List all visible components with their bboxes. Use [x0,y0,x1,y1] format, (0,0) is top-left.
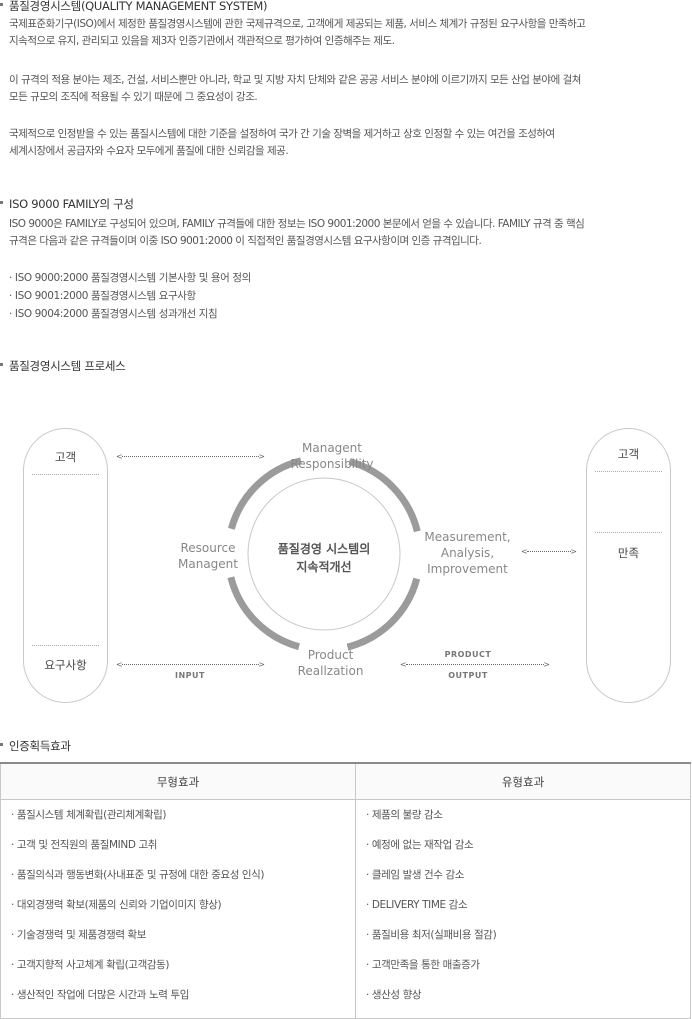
process-diagram: 고객 요구사항 고객 만족 품질경영 시스템의 지속적개선 Managent R… [0,380,692,725]
section-title-family: ISO 9000 FAMILY의 구성 [0,196,134,212]
resource-management-label: Resource Managent [163,540,253,572]
dotted-divider [595,471,662,472]
list-item: · 클레임 발생 건수 감소 [366,869,465,881]
label-line: Managent [178,557,238,571]
table-header-row: 무형효과 유형효과 [0,762,691,800]
text-line: 이 규격의 적용 분야는 제조, 건설, 서비스뿐만 아니라, 학교 및 지방 … [9,74,581,86]
pill-bottom-label: 만족 [617,546,640,560]
list-item: · 생산성 향상 [366,989,422,1001]
list-item: · 제품의 불량 감소 [366,809,443,821]
pill-top-label: 고객 [54,450,77,464]
text-line: 규격은 다음과 같은 규격들이며 이중 ISO 9001:2000 이 직접적인… [9,235,482,247]
qms-paragraph-1: 국제표준화기구(ISO)에서 제정한 품질경영시스템에 관한 국제규격으로, 고… [9,16,689,50]
list-item: · 기술경쟁력 및 제품경쟁력 확보 [11,929,147,941]
label-line: Product [307,648,354,662]
customer-satisfaction-pill: 고객 만족 [586,428,671,703]
arrow-left-icon: < [400,660,407,669]
list-item: · DELIVERY TIME 감소 [366,899,468,911]
text-line: 지속적으로 유지, 관리되고 있음을 제3자 인증기관에서 객관적으로 평가하여… [9,35,395,47]
label-line: Analysis, [440,546,495,560]
input-label: INPUT [175,671,205,680]
table-row: · 품질시스템 체계확립(관리체계확립) · 고객 및 전직원의 품질MIND … [0,799,691,1019]
dotted-divider [32,474,99,475]
list-item: · 품질시스템 체계확립(관리체계확립) [11,809,167,821]
arrow-left-icon: < [116,660,123,669]
column-header-tangible: 유형효과 [355,762,691,800]
list-item: · 대외경쟁력 확보(제품의 신뢰와 기업이미지 향상) [11,899,222,911]
label-line: Measurement, [424,530,511,544]
double-arrow: <> [116,453,265,461]
section-title-qms: 품질경영시스템(QUALITY MANAGEMENT SYSTEM) [0,0,268,14]
label-line: Responsibllity [290,457,374,471]
list-item: · 품질의식과 행동변화(사내표준 및 규정에 대한 중요성 인식) [11,869,265,881]
input-arrow: <> [116,661,265,669]
list-item: · ISO 9004:2000 품질경영시스템 성과개선 지침 [9,308,218,320]
bullet-icon [0,3,3,6]
intangible-cell: · 품질시스템 체계확립(관리체계확립) · 고객 및 전직원의 품질MIND … [0,799,356,1019]
section-title-text: 품질경영시스템 프로세스 [9,359,126,373]
list-item: · ISO 9000:2000 품질경영시스템 기본사항 및 용어 정의 [9,272,251,284]
list-item: · ISO 9001:2000 품질경영시스템 요구사항 [9,290,196,302]
qms-paragraph-2: 이 규격의 적용 분야는 제조, 건설, 서비스뿐만 아니라, 학교 및 지방 … [9,72,689,106]
dotted-line [122,664,259,665]
output-arrow: <> [400,661,550,669]
product-realization-label: Product Reallzation [283,647,378,679]
column-header-intangible: 무형효과 [0,762,356,800]
arrow-left-icon: < [116,452,123,461]
text-line: 국제표준화기구(ISO)에서 제정한 품질경영시스템에 관한 국제규격으로, 고… [9,18,586,30]
list-item: · 고객만족을 통한 매출증가 [366,959,480,971]
center-text-line1: 품질경영 시스템의 [278,541,371,556]
label-line: Resource [180,541,236,555]
text-line: 국제적으로 인정받을 수 있는 품질시스템에 대한 기준을 설정하여 국가 간 … [9,128,555,140]
arrow-right-icon: > [543,660,550,669]
process-ring: 품질경영 시스템의 지속적개선 [224,454,424,654]
bullet-icon [0,363,3,366]
double-arrow: <> [521,548,577,556]
arrow-right-icon: > [570,547,577,556]
list-item: · 품질비용 최저(실패비용 절감) [366,929,497,941]
section-title-effects: 인증획득효과 [0,738,71,754]
product-label: PRODUCT [444,650,492,659]
section-title-text: ISO 9000 FAMILY의 구성 [9,197,134,211]
text-line: 세계시장에서 공급자와 수요자 모두에게 품질에 대한 신뢰감을 제공. [9,145,289,157]
pill-bottom-label: 요구사항 [44,658,87,672]
arrow-right-icon: > [258,660,265,669]
label-line: Improvement [427,562,508,576]
qms-paragraph-3: 국제적으로 인정받을 수 있는 품질시스템에 대한 기준을 설정하여 국가 간 … [9,126,689,160]
customer-requirements-pill: 고객 요구사항 [23,428,108,703]
tangible-cell: · 제품의 불량 감소 · 예정에 없는 재작업 감소 · 클레임 발생 건수 … [355,799,691,1019]
output-label: OUTPUT [448,671,488,680]
section-title-text: 품질경영시스템(QUALITY MANAGEMENT SYSTEM) [9,0,268,13]
center-circle [247,477,401,631]
dotted-divider [595,532,662,533]
text-line: ISO 9000은 FAMILY로 구성되어 있으며, FAMILY 규격들에 … [9,218,585,230]
list-item: · 고객 및 전직원의 품질MIND 고취 [11,839,157,851]
effects-table: 무형효과 유형효과 · 품질시스템 체계확립(관리체계확립) · 고객 및 전직… [0,762,691,1019]
arrow-right-icon: > [258,452,265,461]
dotted-divider [32,645,99,646]
tangible-list: · 제품의 불량 감소 · 예정에 없는 재작업 감소 · 클레임 발생 건수 … [356,800,690,1018]
bullet-icon [0,201,3,204]
label-line: Reallzation [297,664,364,678]
list-item: · 고객지향적 사고체계 확립(고객감동) [11,959,170,971]
management-responsibility-label: Managent Responsibllity [282,440,382,472]
arrow-left-icon: < [521,547,528,556]
dotted-line [122,456,259,457]
section-title-text: 인증획득효과 [9,739,71,753]
dotted-line [527,551,571,552]
pill-top-label: 고객 [617,447,640,461]
intangible-list: · 품질시스템 체계확립(관리체계확립) · 고객 및 전직원의 품질MIND … [1,800,355,1018]
list-item: · 생산적인 작업에 더많은 시간과 노력 투입 [11,989,189,1001]
dotted-line [406,664,544,665]
list-item: · 예정에 없는 재작업 감소 [366,839,474,851]
label-line: Managent [302,441,362,455]
measurement-analysis-label: Measurement, Analysis, Improvement [415,529,520,577]
family-paragraph: ISO 9000은 FAMILY로 구성되어 있으며, FAMILY 규격들에 … [9,216,689,250]
center-text-line2: 지속적개선 [296,559,351,574]
bullet-icon [0,743,3,746]
text-line: 모든 규모의 조직에 적용될 수 있기 때문에 그 중요성이 강조. [9,91,258,103]
section-title-process: 품질경영시스템 프로세스 [0,358,126,374]
family-list: · ISO 9000:2000 품질경영시스템 기본사항 및 용어 정의 · I… [9,269,251,323]
